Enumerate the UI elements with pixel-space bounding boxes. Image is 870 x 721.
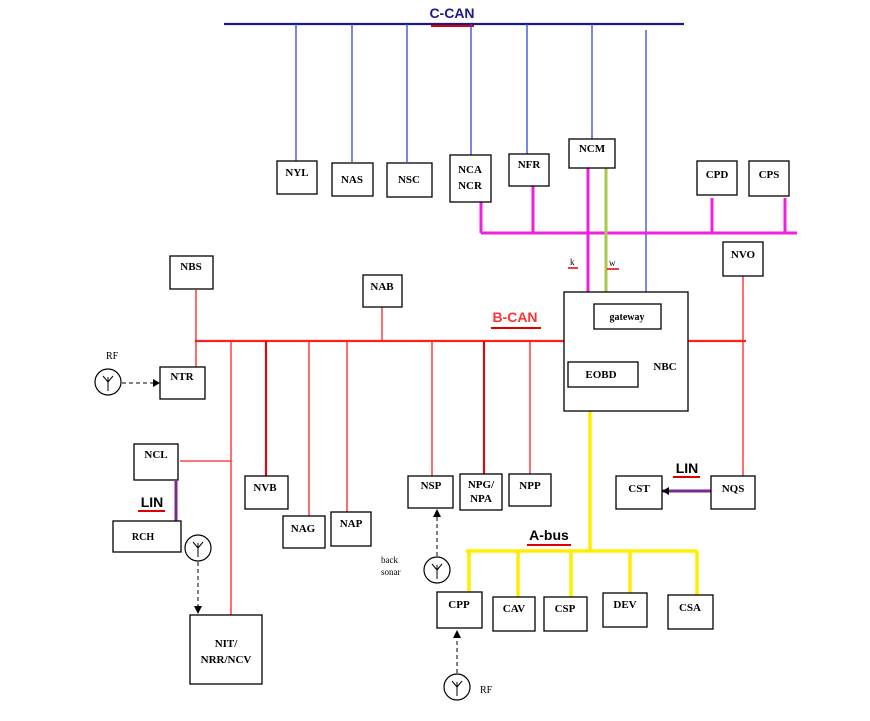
node-nca-ncr: NCA NCR bbox=[449, 154, 492, 203]
a-bus-label: A-bus bbox=[529, 527, 569, 543]
arrow-icon-cpp bbox=[453, 630, 461, 638]
svg-text:NCR: NCR bbox=[458, 180, 483, 192]
antenna-icon-sonar bbox=[423, 556, 451, 584]
node-nyl: NYL bbox=[276, 160, 318, 195]
svg-text:NVO: NVO bbox=[731, 249, 756, 261]
svg-text:NTR: NTR bbox=[170, 371, 194, 383]
antenna-icon-nit bbox=[184, 534, 212, 562]
node-cst: CST bbox=[615, 475, 663, 510]
antenna-icon-left bbox=[94, 368, 122, 396]
node-nas: NAS bbox=[331, 162, 374, 197]
node-cav: CAV bbox=[492, 596, 536, 632]
svg-text:NFR: NFR bbox=[518, 159, 542, 171]
svg-text:NVB: NVB bbox=[253, 482, 277, 494]
node-nvo: NVO bbox=[722, 241, 764, 277]
node-ntr: NTR bbox=[159, 366, 206, 400]
svg-text:NYL: NYL bbox=[285, 167, 308, 179]
arrow-icon-nit bbox=[194, 606, 202, 614]
node-nap: NAP bbox=[330, 511, 372, 547]
svg-text:NSP: NSP bbox=[421, 480, 442, 492]
svg-text:NIT/: NIT/ bbox=[215, 638, 239, 650]
node-rch: RCH bbox=[112, 520, 182, 553]
node-nit-nrr-ncv: NIT/ NRR/NCV bbox=[189, 614, 263, 685]
lin-left-label: LIN bbox=[141, 494, 164, 510]
node-eobd: EOBD bbox=[567, 361, 639, 388]
svg-text:NAG: NAG bbox=[291, 523, 316, 535]
svg-text:gateway: gateway bbox=[610, 312, 645, 323]
antenna-icon-bottom bbox=[443, 673, 471, 701]
lin-right-label: LIN bbox=[676, 460, 699, 476]
svg-text:NCA: NCA bbox=[458, 164, 482, 176]
node-cps: CPS bbox=[748, 160, 790, 197]
svg-text:CSA: CSA bbox=[679, 602, 701, 614]
k-label: k bbox=[570, 257, 575, 267]
node-cpd: CPD bbox=[696, 160, 738, 196]
svg-text:RCH: RCH bbox=[132, 532, 154, 543]
arrow-icon-ntr bbox=[153, 379, 160, 387]
svg-text:NQS: NQS bbox=[722, 483, 745, 495]
svg-text:NBC: NBC bbox=[653, 361, 676, 373]
node-nsp: NSP bbox=[407, 475, 454, 509]
rf-left-label: RF bbox=[106, 351, 119, 362]
node-nab: NAB bbox=[362, 274, 403, 308]
node-nbs: NBS bbox=[169, 255, 214, 290]
node-nag: NAG bbox=[282, 515, 326, 549]
node-ncm: NCM bbox=[568, 138, 616, 169]
b-can-label: B-CAN bbox=[492, 309, 537, 325]
c-can-label: C-CAN bbox=[429, 5, 474, 21]
svg-text:NPG/: NPG/ bbox=[468, 479, 495, 491]
node-dev: DEV bbox=[602, 592, 648, 628]
arrow-icon-cst bbox=[662, 487, 669, 495]
rf-bottom-label: RF bbox=[480, 685, 493, 696]
node-cpp: CPP bbox=[436, 591, 483, 629]
svg-text:NRR/NCV: NRR/NCV bbox=[201, 654, 252, 666]
svg-text:NBS: NBS bbox=[180, 261, 201, 273]
svg-text:CST: CST bbox=[628, 483, 650, 495]
svg-text:CPP: CPP bbox=[448, 599, 470, 611]
a-bus bbox=[466, 411, 699, 597]
svg-text:CSP: CSP bbox=[555, 603, 576, 615]
w-label: w bbox=[609, 258, 616, 268]
svg-text:EOBD: EOBD bbox=[585, 369, 616, 381]
svg-text:NAP: NAP bbox=[340, 518, 363, 530]
svg-text:NPA: NPA bbox=[470, 493, 492, 505]
node-csp: CSP bbox=[543, 596, 588, 632]
svg-text:NCL: NCL bbox=[144, 449, 167, 461]
b-can-drops bbox=[180, 276, 744, 615]
svg-text:DEV: DEV bbox=[613, 599, 636, 611]
node-npp: NPP bbox=[508, 473, 552, 507]
svg-text:NPP: NPP bbox=[519, 480, 541, 492]
node-nvb: NVB bbox=[244, 475, 289, 510]
node-nfr: NFR bbox=[508, 153, 550, 187]
node-ncl: NCL bbox=[133, 443, 179, 481]
node-nsc: NSC bbox=[386, 162, 433, 198]
svg-text:CPD: CPD bbox=[706, 169, 729, 181]
svg-text:NAS: NAS bbox=[341, 174, 363, 186]
svg-text:CPS: CPS bbox=[759, 169, 780, 181]
svg-text:NCM: NCM bbox=[579, 143, 606, 155]
node-csa: CSA bbox=[667, 594, 714, 630]
node-npg-npa: NPG/ NPA bbox=[459, 473, 503, 511]
svg-text:NAB: NAB bbox=[370, 281, 394, 293]
svg-text:NSC: NSC bbox=[398, 174, 420, 186]
c-can-drops bbox=[295, 24, 647, 303]
svg-text:CAV: CAV bbox=[503, 603, 525, 615]
sonar-label: sonar bbox=[381, 567, 401, 577]
back-label: back bbox=[381, 555, 398, 565]
node-gateway: gateway bbox=[593, 303, 662, 330]
node-nqs: NQS bbox=[710, 475, 756, 510]
arrow-icon-nsp bbox=[433, 509, 441, 517]
